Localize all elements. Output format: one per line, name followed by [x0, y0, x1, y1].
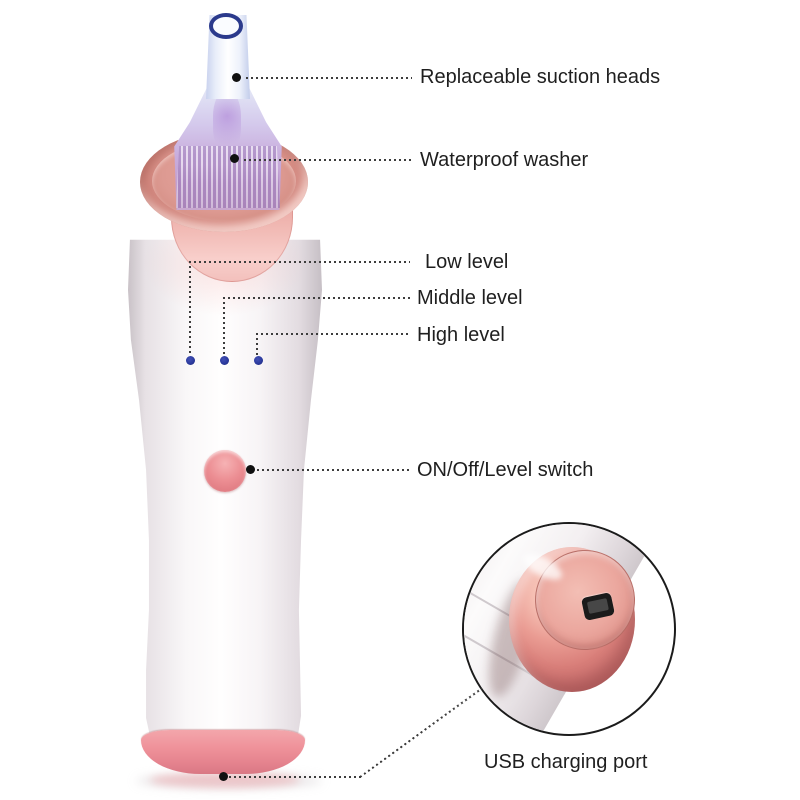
leader-high-horizontal — [256, 333, 410, 335]
label-high-level: High level — [417, 324, 505, 346]
leader-low-horizontal — [189, 261, 410, 263]
leader-high-vertical — [256, 333, 258, 355]
leader-usb-horizontal — [229, 776, 361, 778]
leader-low-vertical — [189, 261, 191, 355]
suction-head-inner-core — [213, 92, 241, 152]
marker-dot-usb — [219, 772, 228, 781]
usb-port-contact — [586, 598, 609, 614]
leader-middle-horizontal — [223, 297, 410, 299]
marker-dot-washer — [230, 154, 239, 163]
led-indicator-low — [186, 356, 195, 365]
marker-dot-suction-heads — [232, 73, 241, 82]
label-on-off-level-switch: ON/Off/Level switch — [417, 459, 594, 481]
power-button — [204, 450, 246, 492]
waterproof-washer-ribs — [176, 146, 280, 208]
leader-suction-heads — [246, 77, 412, 79]
leader-middle-vertical — [223, 297, 225, 355]
usb-port-inset-circle — [462, 522, 676, 736]
label-usb-charging-port: USB charging port — [484, 751, 648, 773]
led-indicator-middle — [220, 356, 229, 365]
leader-switch — [257, 469, 410, 471]
device-base-cap — [141, 730, 305, 774]
suction-tip-opening — [209, 13, 243, 39]
label-waterproof-washer: Waterproof washer — [420, 149, 589, 171]
label-middle-level: Middle level — [417, 287, 523, 309]
label-low-level: Low level — [425, 251, 509, 273]
device-body — [128, 239, 322, 772]
marker-dot-switch — [246, 465, 255, 474]
leader-usb-diagonal — [359, 687, 483, 778]
label-replaceable-suction-heads: Replaceable suction heads — [420, 66, 661, 88]
leader-washer — [244, 159, 412, 161]
led-indicator-high — [254, 356, 263, 365]
